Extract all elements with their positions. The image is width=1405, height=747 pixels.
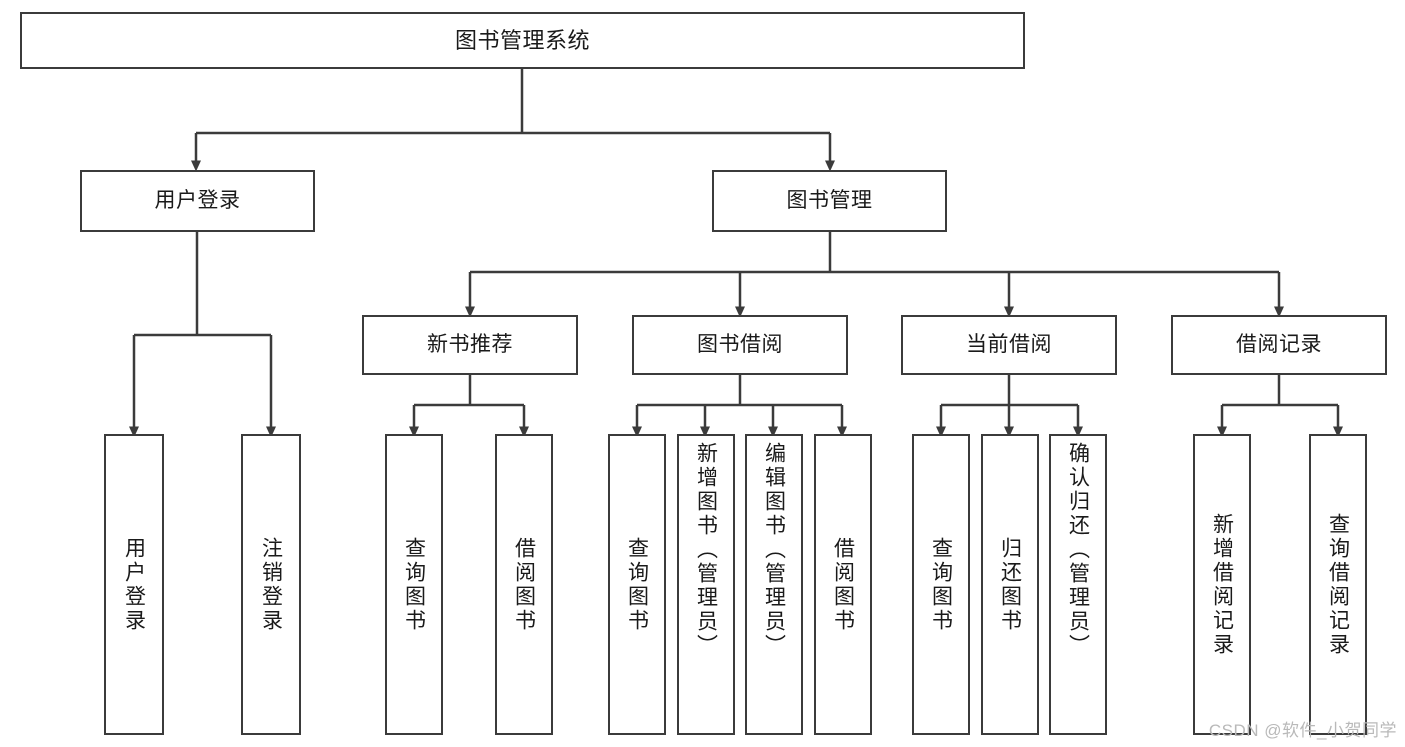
node-label: 用户登录 — [122, 536, 146, 633]
node-leaf-confirm-return-admin[interactable]: 确认归还（管理员） — [1049, 434, 1107, 735]
node-leaf-add-book-admin[interactable]: 新增图书（管理员） — [677, 434, 735, 735]
node-label: 编辑图书（管理员） — [762, 442, 786, 658]
node-root-book-management-system[interactable]: 图书管理系统 — [20, 12, 1025, 69]
node-label: 图书借阅 — [697, 332, 783, 356]
node-leaf-query-books-current[interactable]: 查询图书 — [912, 434, 970, 735]
node-user-login[interactable]: 用户登录 — [80, 170, 315, 232]
node-leaf-return-books[interactable]: 归还图书 — [981, 434, 1039, 735]
node-label: 确认归还（管理员） — [1066, 442, 1090, 658]
node-label: 归还图书 — [998, 536, 1022, 633]
node-leaf-edit-book-admin[interactable]: 编辑图书（管理员） — [745, 434, 803, 735]
node-leaf-query-books-recommend[interactable]: 查询图书 — [385, 434, 443, 735]
node-label: 图书管理系统 — [454, 27, 590, 53]
node-leaf-user-login[interactable]: 用户登录 — [104, 434, 164, 735]
node-book-borrowing[interactable]: 图书借阅 — [632, 315, 848, 375]
node-label: 借阅图书 — [831, 536, 855, 633]
node-new-book-recommendation[interactable]: 新书推荐 — [362, 315, 578, 375]
node-label: 查询借阅记录 — [1326, 512, 1350, 657]
node-leaf-borrow-books-recommend[interactable]: 借阅图书 — [495, 434, 553, 735]
node-leaf-logout[interactable]: 注销登录 — [241, 434, 301, 735]
node-label: 注销登录 — [259, 536, 283, 633]
node-label: 查询图书 — [402, 536, 426, 633]
node-label: 图书管理 — [786, 188, 873, 212]
node-label: 借阅记录 — [1236, 332, 1322, 356]
node-borrowing-records[interactable]: 借阅记录 — [1171, 315, 1387, 375]
node-leaf-borrow-books[interactable]: 借阅图书 — [814, 434, 872, 735]
node-leaf-query-books-borrow[interactable]: 查询图书 — [608, 434, 666, 735]
node-label: 当前借阅 — [966, 332, 1052, 356]
node-leaf-query-borrow-record[interactable]: 查询借阅记录 — [1309, 434, 1367, 735]
node-label: 新书推荐 — [427, 332, 513, 356]
watermark: CSDN @软件_小贺同学 — [1208, 721, 1397, 740]
node-label: 查询图书 — [929, 536, 953, 633]
node-label: 新增图书（管理员） — [694, 442, 718, 658]
node-book-management[interactable]: 图书管理 — [712, 170, 947, 232]
node-label: 借阅图书 — [512, 536, 536, 633]
node-current-borrowing[interactable]: 当前借阅 — [901, 315, 1117, 375]
node-label: 新增借阅记录 — [1210, 512, 1234, 657]
node-label: 用户登录 — [154, 188, 241, 212]
node-label: 查询图书 — [625, 536, 649, 633]
node-leaf-add-borrow-record[interactable]: 新增借阅记录 — [1193, 434, 1251, 735]
